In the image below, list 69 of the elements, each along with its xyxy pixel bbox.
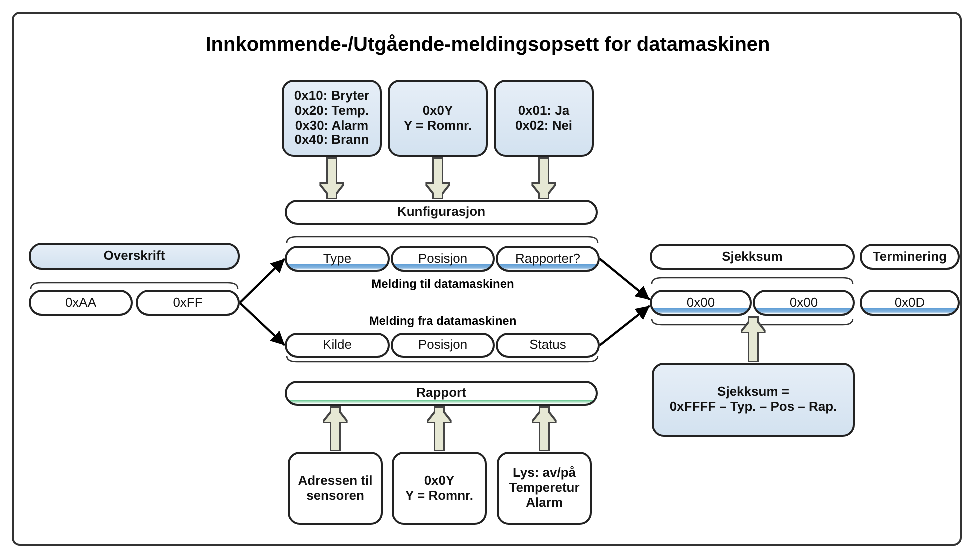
group-caption: Melding til datamaskinen (370, 277, 516, 291)
field-text: 0x02: Nei (515, 118, 573, 134)
field-text: Alarm (526, 496, 563, 511)
field-text: 0xFFFF – Typ. – Pos – Rap. (670, 400, 838, 415)
header-band (29, 243, 240, 270)
band-label: Sjekksum (722, 250, 783, 264)
value-field (136, 290, 240, 316)
field-text: 0x00 (790, 296, 818, 310)
field-text: Adressen til sensoren (297, 474, 374, 504)
field-text: 0x30: Alarm (295, 118, 369, 134)
group-caption: Melding fra datamaskinen (368, 314, 518, 328)
section-band (285, 381, 598, 406)
field-text: 0x20: Temp. (294, 104, 370, 118)
block-arrow (533, 159, 555, 198)
field-text: 0x10: Bryter (294, 88, 370, 104)
section-band (285, 200, 598, 225)
info-box (282, 80, 382, 157)
band-label: Overskrift (104, 249, 166, 264)
field-text: Sjekksum = (718, 385, 790, 400)
diagram-title: Innkommende-/Utgående-meldingsopsett for datamaskinen (204, 34, 772, 57)
field-text: 0x40: Brann (294, 133, 370, 148)
block-arrow (321, 159, 343, 198)
arrow (599, 305, 651, 346)
field-text: Posisjon (418, 252, 468, 266)
band-label: Rapport (416, 386, 466, 401)
info-box (497, 452, 592, 525)
field-text: 0x0Y (422, 104, 454, 118)
field-text: Posisjon (418, 338, 468, 353)
block-arrow (427, 159, 449, 198)
field-text: Lys: av/på (512, 466, 576, 482)
block-arrow (428, 408, 450, 450)
field-text: 0x01: Ja (518, 104, 570, 118)
block-arrow (534, 408, 556, 450)
band-label: Kunfigurasjon (397, 205, 486, 220)
arrow (599, 258, 651, 301)
field-text: Y = Romnr. (404, 118, 472, 134)
band-label: Terminering (872, 250, 948, 264)
field-text: Temperetur (509, 481, 580, 496)
block-arrow (742, 318, 764, 361)
info-box (388, 80, 488, 157)
value-field (285, 333, 390, 358)
arrow (239, 302, 286, 346)
value-field (650, 290, 752, 316)
value-field (496, 246, 600, 272)
arrow (239, 258, 286, 304)
info-box (494, 80, 594, 157)
field-text: Type (323, 252, 352, 266)
field-text: Rapporter? (515, 252, 581, 266)
section-band (650, 244, 855, 270)
field-text: Kilde (323, 338, 352, 353)
value-field (391, 246, 495, 272)
value-field (391, 333, 495, 358)
info-box (392, 452, 487, 525)
value-field (753, 290, 855, 316)
value-field (29, 290, 133, 316)
field-text: 0x0Y (424, 474, 455, 488)
value-field (285, 246, 390, 272)
info-box (652, 363, 855, 437)
field-text: 0x00 (686, 296, 716, 310)
field-text: 0xFF (173, 296, 203, 310)
block-arrow (324, 408, 346, 450)
field-text: Y = Romnr. (405, 488, 474, 504)
section-band (860, 244, 960, 270)
field-text: 0xAA (65, 296, 97, 310)
info-box (288, 452, 383, 525)
value-field (860, 290, 960, 316)
field-text: 0x0D (894, 296, 926, 310)
field-text: Status (530, 338, 566, 353)
value-field (496, 333, 600, 358)
